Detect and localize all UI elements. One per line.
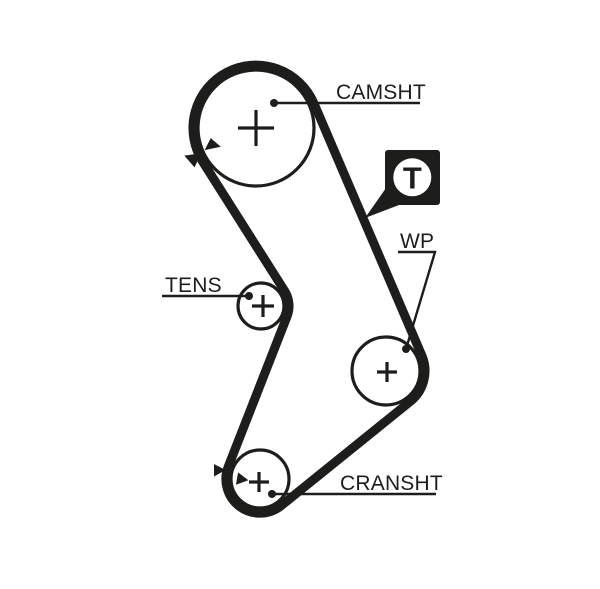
tensioner-center-cross: [252, 295, 274, 317]
water-pump-leader-dot: [402, 345, 410, 353]
belt-direction-arrow-up-icon: [204, 138, 221, 151]
water-pump-label: WP: [400, 230, 434, 253]
crankshaft-leader-dot: [268, 490, 276, 498]
timing-mark-T-badge-icon: T: [365, 150, 440, 218]
crankshaft-center-cross: [249, 472, 269, 492]
camshaft-center-cross: [238, 110, 274, 146]
badge-circle: [393, 158, 432, 197]
crankshaft-pulley: [229, 448, 291, 510]
crank-direction-arrow-right-icon: [235, 472, 249, 485]
camshaft-label: CAMSHT: [336, 81, 426, 104]
tensioner-pulley: [236, 281, 286, 331]
timing-belt: [188, 60, 430, 518]
crank-direction-arrow-right-icon: [214, 464, 226, 477]
water-pump-center-cross: [377, 362, 397, 382]
tensioner-label: TENS: [165, 274, 222, 297]
belt-direction-arrow-down-icon: [184, 153, 202, 168]
water-pump-pulley: [350, 335, 422, 407]
camshaft-leader-dot: [270, 99, 278, 107]
crankshaft-label: CRANSHT: [340, 472, 443, 495]
water-pump-leader-line: [398, 250, 437, 350]
camshaft-pulley: [196, 68, 316, 188]
badge-letter: T: [403, 161, 422, 196]
tensioner-leader-dot: [245, 292, 253, 300]
